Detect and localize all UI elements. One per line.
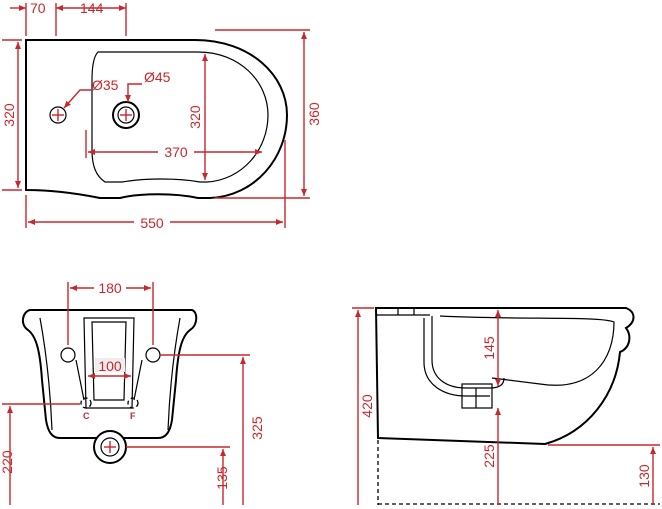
top-view-outline [25, 39, 289, 199]
side-bowl-wall-outer [423, 318, 490, 397]
side-bowl-wall [431, 316, 505, 389]
label-bg [95, 358, 125, 372]
leader-hole-large [125, 83, 142, 102]
label-bg [94, 279, 126, 295]
dim-label-70: 70 [30, 0, 46, 16]
front-panel-ribs [75, 359, 143, 401]
fixing-hole-left [60, 347, 76, 363]
top-view: 70 144 320 320 360 370 550 Ø35 Ø45 [1, 0, 322, 231]
supply-label-c: C [83, 411, 90, 421]
dim-label-145: 145 [481, 336, 497, 360]
dim-label-130: 130 [636, 464, 652, 488]
supply-c-hole [80, 397, 92, 409]
dim-label-220: 220 [0, 450, 15, 474]
dim-label-225: 225 [481, 444, 497, 468]
front-side-line-left [39, 317, 53, 431]
dim-label-180: 180 [98, 280, 122, 296]
dim-label-325: 325 [249, 416, 265, 440]
supply-label-f: F [130, 411, 136, 421]
hole-label-small: Ø35 [92, 77, 119, 93]
leader-hole-small [63, 89, 92, 109]
dim-label-320-left: 320 [1, 103, 17, 127]
dim-label-360: 360 [306, 102, 322, 126]
side-view: 420 145 225 130 [352, 307, 660, 505]
side-drain-stub [461, 383, 493, 409]
bowl-inner-rim [91, 51, 269, 183]
side-bowl-interior [439, 315, 615, 386]
hole-label-large: Ø45 [144, 69, 171, 85]
side-view-outline [374, 307, 635, 446]
dim-label-420: 420 [359, 394, 375, 418]
tap-hole-small [49, 106, 67, 124]
dim-label-320-inner: 320 [187, 105, 203, 129]
dim-label-370: 370 [164, 144, 188, 160]
dim-label-144: 144 [80, 0, 104, 16]
dim-label-100: 100 [98, 358, 122, 374]
supply-f-hole [127, 397, 139, 409]
front-side-line-right [167, 317, 181, 431]
dim-label-135: 135 [214, 466, 230, 490]
drain-hole-inner [117, 106, 135, 124]
dim-label-550: 550 [140, 215, 164, 231]
label-bg [134, 213, 170, 229]
waste-outlet-inner [100, 437, 120, 457]
label-bg [158, 142, 194, 158]
front-view: C F 180 100 220 325 135 [0, 279, 265, 505]
front-view-outline [22, 309, 198, 439]
